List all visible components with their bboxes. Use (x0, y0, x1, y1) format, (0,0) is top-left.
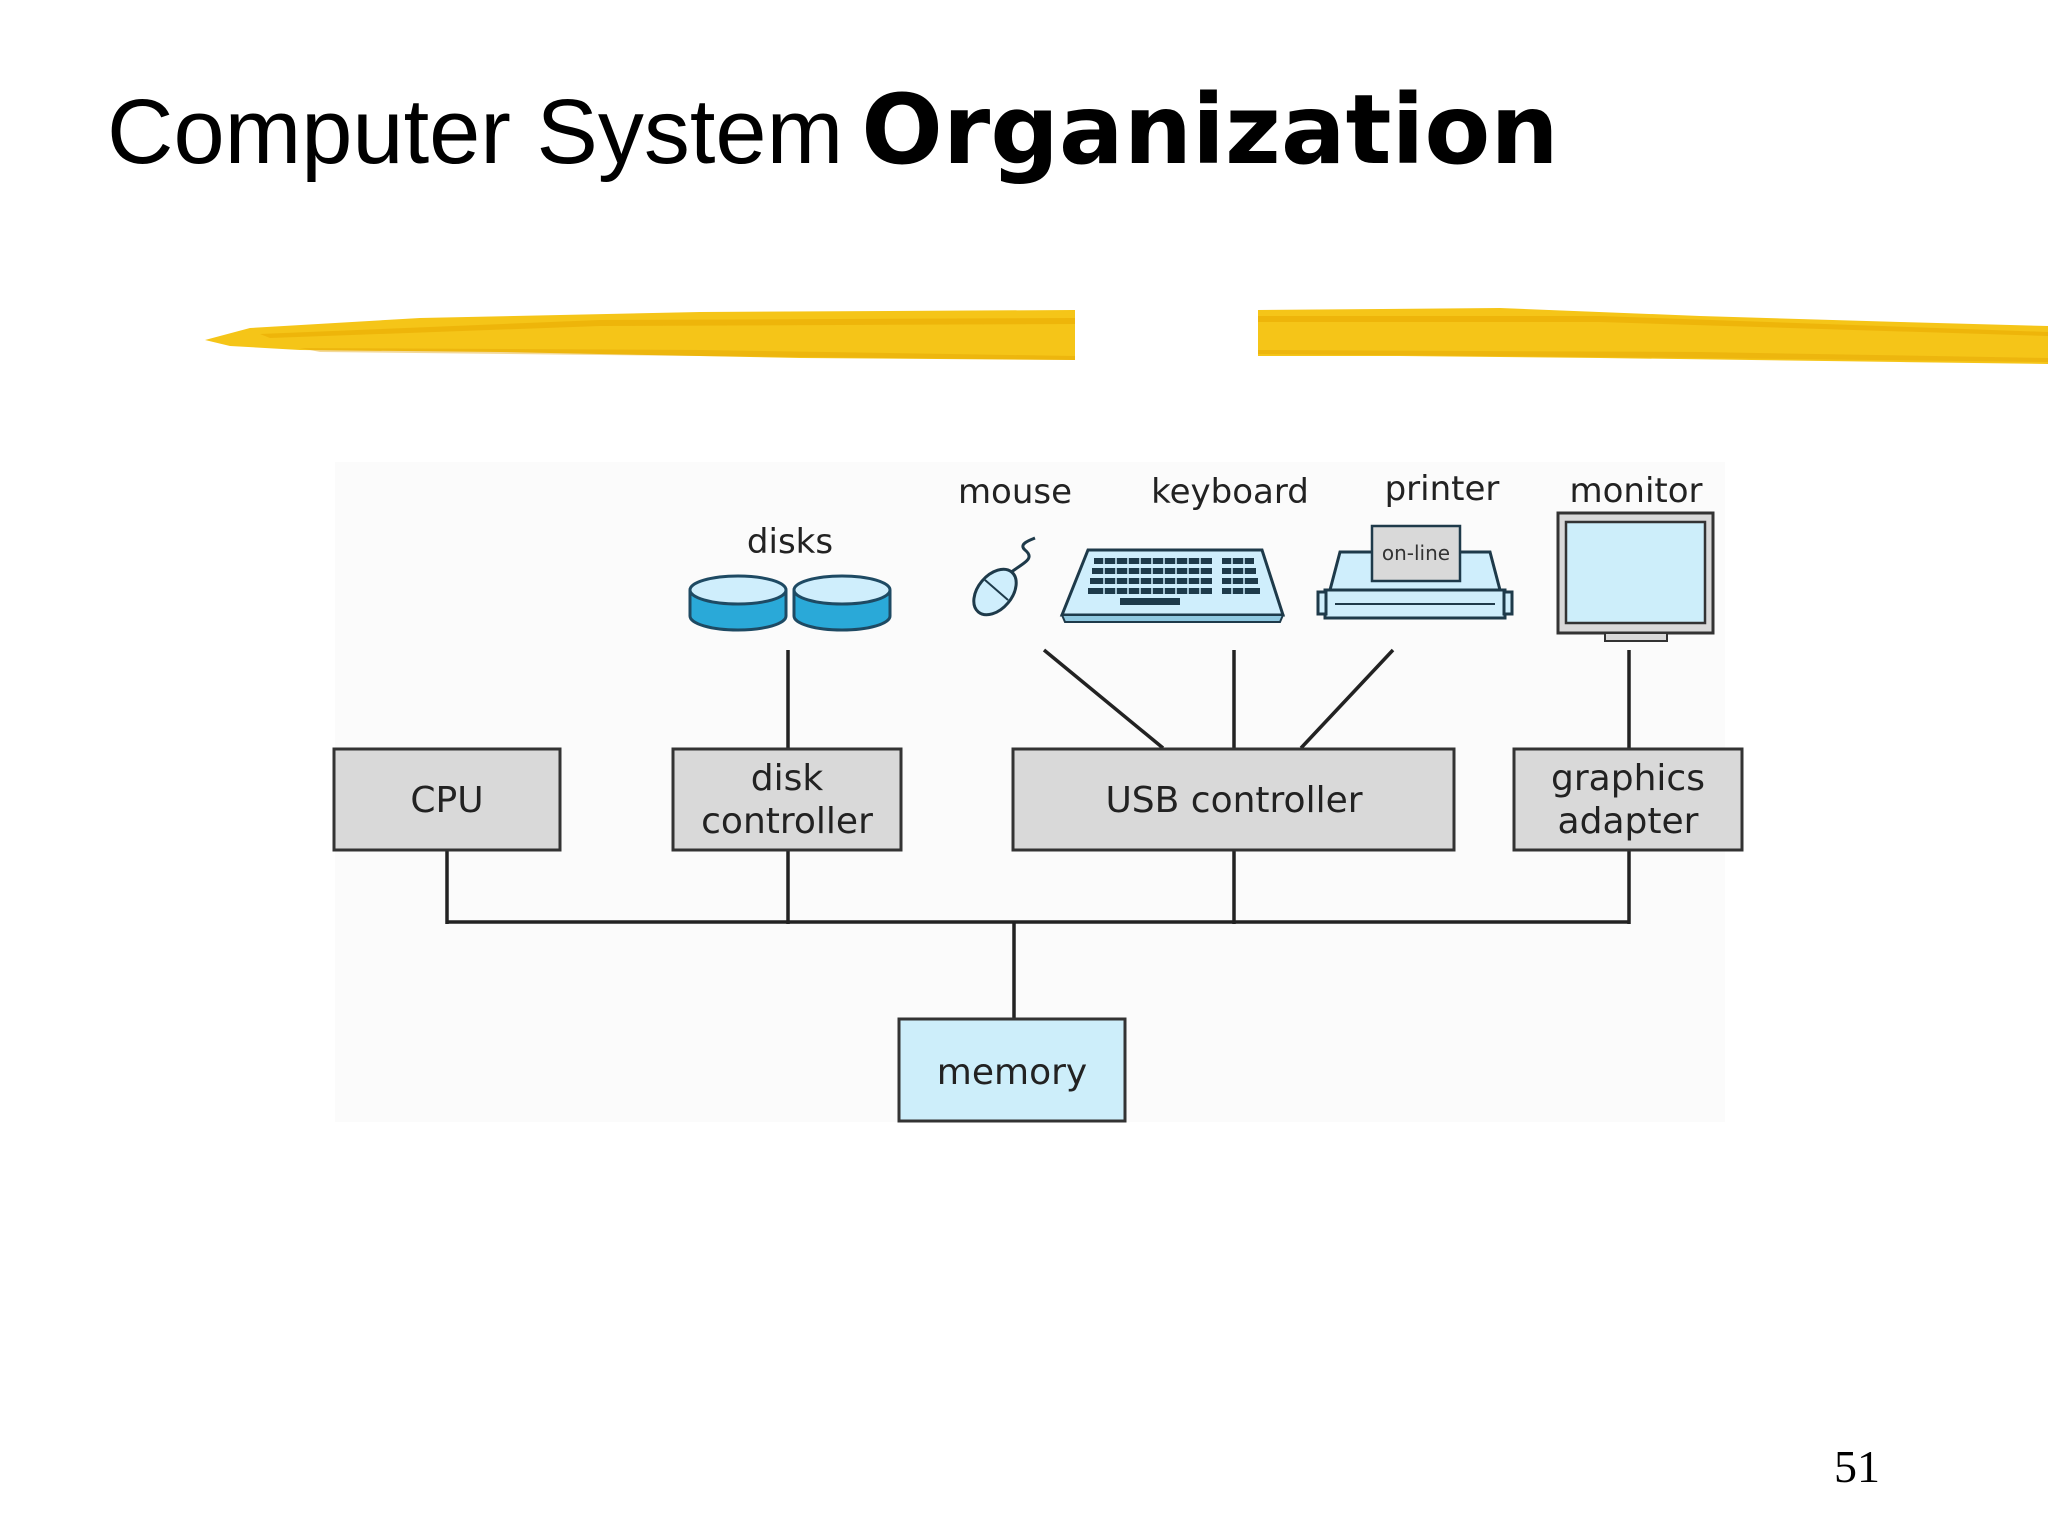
disk-controller-box: disk controller (671, 747, 903, 852)
disks-icon (688, 574, 892, 632)
memory-box: memory (897, 1017, 1127, 1123)
mouse-icon (972, 536, 1036, 617)
usb-controller-label: USB controller (1105, 780, 1362, 821)
graphics-adapter-box: graphics adapter (1512, 747, 1744, 852)
cpu-box: CPU (332, 747, 562, 852)
printer-icon: on-line (1316, 524, 1514, 620)
keyboard-label: keyboard (1151, 472, 1309, 512)
highlighter-right (1258, 308, 2048, 364)
memory-label: memory (937, 1052, 1087, 1093)
printer-link (1299, 648, 1395, 750)
connection-lines (445, 648, 1631, 1018)
graphics-adapter-label-line1: graphics (1551, 758, 1705, 799)
mouse-link (1042, 648, 1165, 750)
usb-controller-box: USB controller (1011, 747, 1456, 852)
disk-controller-label-line1: disk (751, 758, 824, 799)
monitor-icon (1556, 511, 1715, 642)
page-number: 51 (1834, 1441, 1880, 1492)
disk-controller-label-line2: controller (701, 801, 873, 842)
title-regular: Computer System (107, 81, 844, 183)
mouse-label: mouse (958, 472, 1072, 512)
printer-label: printer (1385, 469, 1500, 509)
cpu-label: CPU (410, 780, 483, 821)
title-bold: Organization (861, 74, 1559, 186)
graphics-adapter-label-line2: adapter (1558, 801, 1699, 842)
disks-label: disks (747, 522, 833, 562)
printer-panel-label: on-line (1382, 541, 1450, 565)
highlighter-stroke-decoration (205, 308, 2048, 364)
monitor-label: monitor (1569, 471, 1702, 511)
keyboard-icon (1059, 548, 1286, 623)
highlighter-left (205, 310, 1075, 360)
